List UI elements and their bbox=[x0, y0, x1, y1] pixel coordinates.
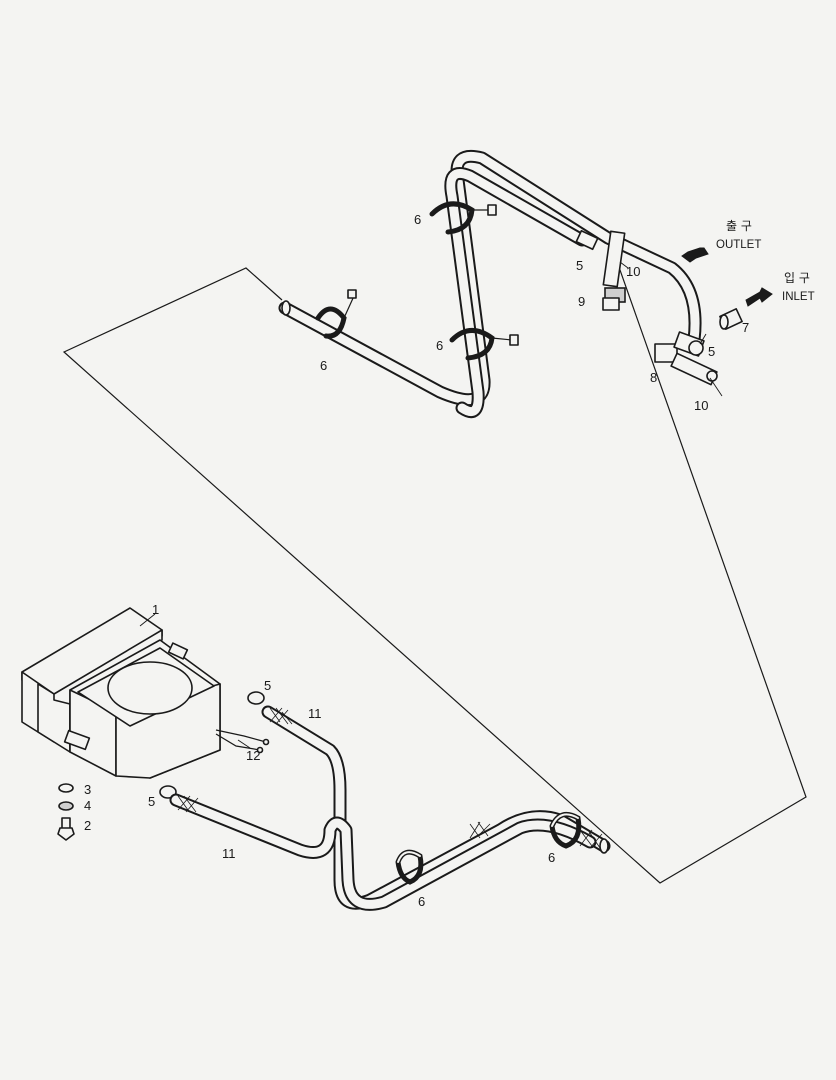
clamp-upper-left bbox=[315, 289, 357, 339]
outlet-arrow bbox=[681, 247, 709, 263]
callout-10-top: 10 bbox=[626, 264, 640, 279]
hose-connector-top bbox=[575, 229, 599, 251]
alignment-outline bbox=[62, 235, 807, 884]
inlet-arrow bbox=[745, 287, 773, 307]
tee-assembly bbox=[654, 331, 718, 386]
callout-9: 9 bbox=[578, 294, 585, 309]
outlet-english-label: OUTLET bbox=[716, 239, 761, 251]
callout-6-upper-left: 6 bbox=[320, 358, 327, 373]
heater-wire bbox=[215, 729, 267, 751]
valve-top bbox=[602, 230, 626, 311]
o-ring-upper bbox=[247, 691, 265, 705]
bolt-washer-stack bbox=[57, 783, 75, 841]
heater-stub-lower bbox=[63, 729, 91, 751]
callout-11-upper: 11 bbox=[308, 706, 322, 721]
inlet-label: 입 구 INLET bbox=[782, 271, 815, 303]
callout-5-tee: 5 bbox=[708, 344, 715, 359]
callout-12: 12 bbox=[246, 748, 260, 763]
inlet-korean-label: 입 구 bbox=[784, 271, 810, 285]
lower-hose-assembly bbox=[169, 705, 611, 911]
hose-sleeve-right bbox=[469, 821, 603, 849]
upper-hose-end bbox=[281, 300, 291, 316]
callout-8: 8 bbox=[650, 370, 657, 385]
inlet-english-label: INLET bbox=[782, 291, 815, 303]
callout-5-heater-upper: 5 bbox=[264, 678, 271, 693]
callout-2: 2 bbox=[84, 818, 91, 833]
callout-6-upper-mid-bottom: 6 bbox=[436, 338, 443, 353]
callouts: 1 2 3 4 5 5 5 5 6 6 6 6 6 7 8 9 10 10 11… bbox=[84, 212, 749, 909]
callout-10-bottom: 10 bbox=[694, 398, 708, 413]
clamp-lower-mid bbox=[395, 849, 424, 885]
callout-7: 7 bbox=[742, 320, 749, 335]
clamp-upper-mid-top bbox=[429, 201, 497, 235]
outlet-korean-label: 출 구 bbox=[726, 219, 752, 233]
callout-6-upper-mid-top: 6 bbox=[414, 212, 421, 227]
outlet-label: 출 구 OUTLET bbox=[716, 219, 761, 251]
heater-stub-upper bbox=[167, 642, 189, 660]
clamp-upper-mid-bottom bbox=[449, 328, 519, 361]
callout-3: 3 bbox=[84, 782, 91, 797]
callout-11-lower: 11 bbox=[222, 846, 236, 861]
heater-unit bbox=[21, 607, 270, 779]
hose-sleeve-upper bbox=[269, 707, 293, 725]
callout-6-lower-right: 6 bbox=[548, 850, 555, 865]
callout-1: 1 bbox=[152, 602, 159, 617]
upper-hose-assembly bbox=[278, 149, 743, 418]
washer-spring bbox=[58, 801, 74, 811]
bolt-head bbox=[57, 827, 75, 841]
heater-fan-circle bbox=[107, 661, 193, 715]
callout-5-heater-lower: 5 bbox=[148, 794, 155, 809]
washer-flat bbox=[58, 783, 74, 793]
callout-6-lower-mid: 6 bbox=[418, 894, 425, 909]
hose-sleeve-lower bbox=[177, 795, 199, 813]
clamp-lower-right bbox=[549, 811, 582, 849]
inlet-fitting bbox=[719, 308, 743, 330]
leader-lines bbox=[139, 261, 723, 749]
lower-hose-end bbox=[599, 838, 609, 854]
callout-4: 4 bbox=[84, 798, 91, 813]
callout-5-top: 5 bbox=[576, 258, 583, 273]
